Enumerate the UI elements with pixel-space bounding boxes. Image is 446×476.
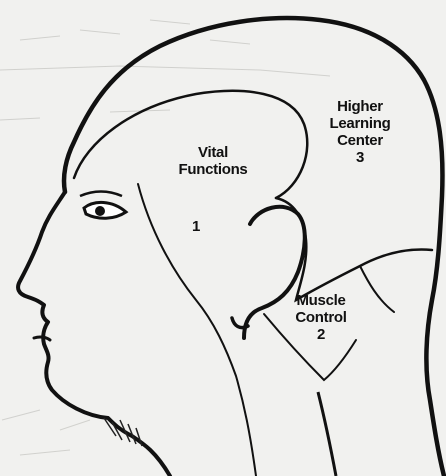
higher-label-line-3: Center xyxy=(312,132,408,149)
muscle-label-line-2: Control xyxy=(268,309,374,326)
region-label-higher-learning-center: Higher Learning Center 3 xyxy=(312,98,408,166)
higher-region-number: 3 xyxy=(312,149,408,166)
skull-outline xyxy=(64,18,444,476)
vital-label-line-2: Functions xyxy=(158,161,268,178)
muscle-region-number: 2 xyxy=(268,326,374,343)
vital-label-line-1: Vital xyxy=(158,144,268,161)
muscle-label-line-1: Muscle xyxy=(268,292,374,309)
higher-label-line-2: Learning xyxy=(312,115,408,132)
eye xyxy=(80,192,126,219)
higher-label-line-1: Higher xyxy=(312,98,408,115)
region-label-vital-functions: Vital Functions 1 xyxy=(158,144,268,235)
vital-region-number: 1 xyxy=(124,218,268,235)
region-label-muscle-control: Muscle Control 2 xyxy=(268,292,374,343)
back-of-neck xyxy=(318,392,336,476)
